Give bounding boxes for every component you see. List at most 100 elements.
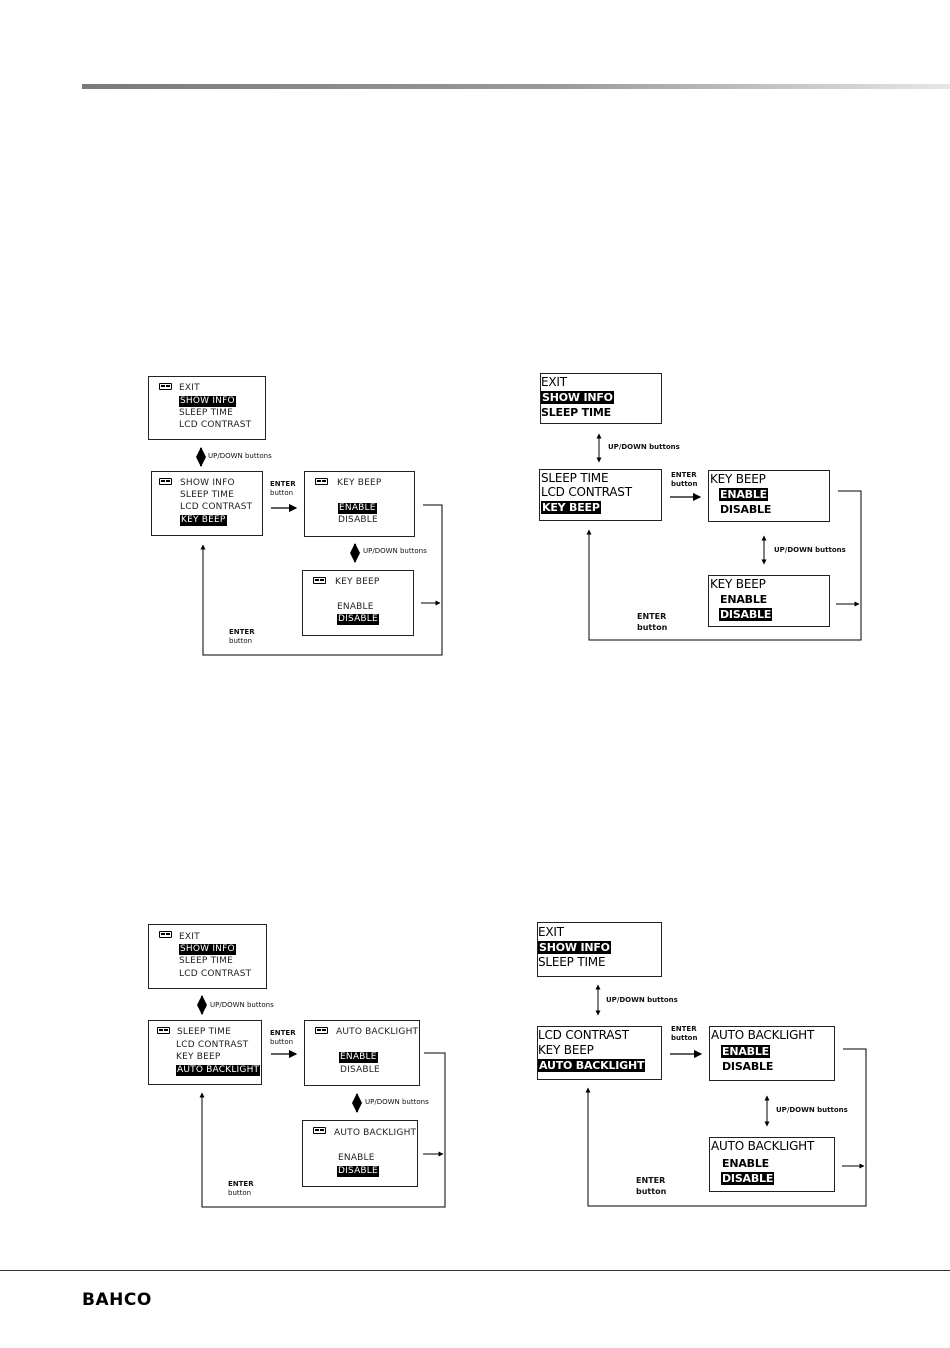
diagram-b-left-connectors bbox=[197, 995, 446, 1208]
updown-label: UP/DOWN buttons bbox=[365, 1098, 429, 1106]
menu-item: KEY BEEP bbox=[538, 1043, 594, 1057]
menu-item: LCD CONTRAST bbox=[180, 502, 253, 512]
menu-item: EXIT bbox=[179, 383, 200, 393]
menu-item: SLEEP TIME bbox=[180, 490, 234, 500]
menu-item-selected: KEY BEEP bbox=[180, 515, 227, 526]
option-disable: DISABLE bbox=[720, 503, 772, 516]
b-right-option-disable-screen: AUTO BACKLIGHT ENABLE DISABLE bbox=[709, 1137, 835, 1192]
menu-item: SLEEP TIME bbox=[179, 408, 233, 418]
b-right-main-menu-screen: EXIT SHOW INFO SLEEP TIME bbox=[537, 922, 662, 977]
option-enable-selected: ENABLE bbox=[719, 488, 768, 501]
diagram-a-left-connectors bbox=[196, 447, 443, 656]
option-enable-selected: ENABLE bbox=[338, 503, 377, 514]
menu-item: KEY BEEP bbox=[176, 1052, 221, 1062]
battery-icon bbox=[157, 1027, 170, 1034]
menu-item: SLEEP TIME bbox=[541, 406, 611, 419]
menu-item: SLEEP TIME bbox=[541, 471, 609, 485]
a-left-scrolled-menu-screen: SHOW INFO SLEEP TIME LCD CONTRAST KEY BE… bbox=[151, 471, 263, 536]
option-enable: ENABLE bbox=[720, 593, 767, 606]
option-title: AUTO BACKLIGHT bbox=[711, 1028, 815, 1042]
option-title: KEY BEEP bbox=[710, 577, 766, 591]
option-title: AUTO BACKLIGHT bbox=[336, 1027, 419, 1037]
menu-item-selected: AUTO BACKLIGHT bbox=[538, 1059, 646, 1072]
option-disable: DISABLE bbox=[340, 1065, 380, 1075]
header-rule bbox=[82, 84, 950, 89]
updown-label: UP/DOWN buttons bbox=[608, 443, 680, 451]
b-left-option-enable-screen: AUTO BACKLIGHT ENABLE DISABLE bbox=[304, 1020, 420, 1086]
menu-item-selected: SHOW INFO bbox=[541, 391, 614, 404]
menu-item-selected: SHOW INFO bbox=[179, 396, 236, 407]
menu-item-selected: AUTO BACKLIGHT bbox=[176, 1065, 261, 1076]
a-right-scrolled-menu-screen: SLEEP TIME LCD CONTRAST KEY BEEP bbox=[539, 469, 662, 521]
brand-logo: BAHCO bbox=[82, 1290, 152, 1310]
updown-label: UP/DOWN buttons bbox=[774, 546, 846, 554]
menu-item-selected: KEY BEEP bbox=[541, 501, 601, 514]
b-right-scrolled-menu-screen: LCD CONTRAST KEY BEEP AUTO BACKLIGHT bbox=[537, 1026, 662, 1080]
option-disable: DISABLE bbox=[338, 515, 378, 525]
menu-item: LCD CONTRAST bbox=[176, 1040, 249, 1050]
option-disable-selected: DISABLE bbox=[721, 1172, 775, 1185]
option-disable: DISABLE bbox=[722, 1060, 774, 1073]
updown-label: UP/DOWN buttons bbox=[208, 452, 272, 460]
battery-icon bbox=[159, 478, 172, 485]
a-left-option-disable-screen: KEY BEEP ENABLE DISABLE bbox=[302, 570, 414, 636]
option-enable-selected: ENABLE bbox=[721, 1045, 770, 1058]
b-right-option-enable-screen: AUTO BACKLIGHT ENABLE DISABLE bbox=[709, 1026, 835, 1081]
b-left-main-menu-screen: EXIT SHOW INFO SLEEP TIME LCD CONTRAST bbox=[148, 924, 267, 989]
menu-item: SLEEP TIME bbox=[538, 955, 606, 969]
option-disable-selected: DISABLE bbox=[719, 608, 773, 621]
option-title: KEY BEEP bbox=[710, 472, 766, 486]
battery-icon bbox=[313, 577, 326, 584]
option-enable: ENABLE bbox=[337, 602, 374, 612]
menu-item: LCD CONTRAST bbox=[179, 420, 252, 430]
a-left-main-menu-screen: EXIT SHOW INFO SLEEP TIME LCD CONTRAST bbox=[148, 376, 266, 440]
option-enable: ENABLE bbox=[338, 1153, 375, 1163]
option-enable-selected: ENABLE bbox=[339, 1052, 378, 1063]
footer-rule bbox=[0, 1270, 950, 1271]
updown-label: UP/DOWN buttons bbox=[210, 1001, 274, 1009]
battery-icon bbox=[159, 383, 172, 390]
menu-item: LCD CONTRAST bbox=[179, 969, 252, 979]
option-disable-selected: DISABLE bbox=[337, 614, 379, 625]
a-right-option-disable-screen: KEY BEEP ENABLE DISABLE bbox=[708, 575, 830, 627]
b-left-option-disable-screen: AUTO BACKLIGHT ENABLE DISABLE bbox=[302, 1120, 418, 1187]
option-title: KEY BEEP bbox=[335, 577, 380, 587]
battery-icon bbox=[313, 1127, 326, 1134]
a-right-main-menu-screen: EXIT SHOW INFO SLEEP TIME bbox=[540, 373, 662, 424]
b-left-scrolled-menu-screen: SLEEP TIME LCD CONTRAST KEY BEEP AUTO BA… bbox=[148, 1020, 262, 1085]
menu-item: EXIT bbox=[541, 375, 567, 389]
option-title: AUTO BACKLIGHT bbox=[711, 1139, 815, 1153]
menu-item: LCD CONTRAST bbox=[541, 485, 632, 499]
menu-item: EXIT bbox=[179, 932, 200, 942]
updown-label: UP/DOWN buttons bbox=[363, 547, 427, 555]
a-right-option-enable-screen: KEY BEEP ENABLE DISABLE bbox=[708, 470, 830, 522]
diagram-b-right-connectors bbox=[585, 984, 867, 1207]
a-left-option-enable-screen: KEY BEEP ENABLE DISABLE bbox=[304, 471, 415, 537]
battery-icon bbox=[315, 478, 328, 485]
battery-icon bbox=[159, 931, 172, 938]
menu-item-selected: SHOW INFO bbox=[538, 941, 611, 954]
menu-item: SLEEP TIME bbox=[179, 956, 233, 966]
option-disable-selected: DISABLE bbox=[337, 1166, 379, 1177]
updown-label: UP/DOWN buttons bbox=[606, 996, 678, 1004]
menu-item: SLEEP TIME bbox=[177, 1027, 231, 1037]
option-title: AUTO BACKLIGHT bbox=[334, 1128, 417, 1138]
menu-item: EXIT bbox=[538, 925, 564, 939]
option-enable: ENABLE bbox=[722, 1157, 769, 1170]
diagram-a-right-connectors bbox=[586, 433, 862, 641]
menu-item: SHOW INFO bbox=[180, 478, 235, 488]
battery-icon bbox=[315, 1027, 328, 1034]
updown-label: UP/DOWN buttons bbox=[776, 1106, 848, 1114]
option-title: KEY BEEP bbox=[337, 478, 382, 488]
menu-item: LCD CONTRAST bbox=[538, 1028, 629, 1042]
menu-item-selected: SHOW INFO bbox=[179, 944, 236, 955]
